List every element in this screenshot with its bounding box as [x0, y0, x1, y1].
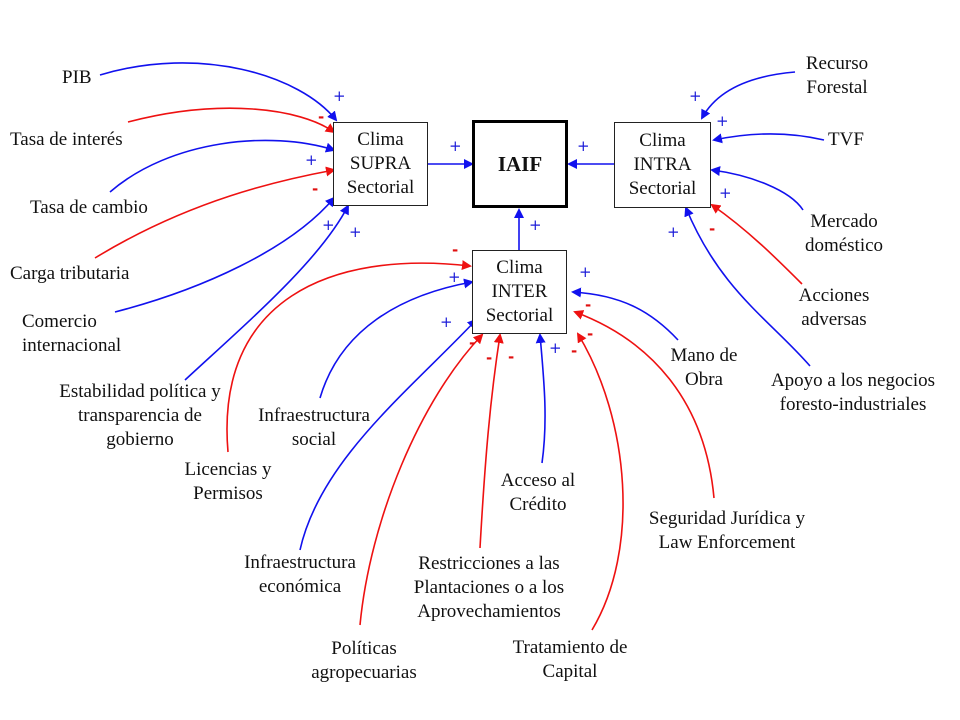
- sign-comercio: +: [322, 216, 335, 234]
- sign-seguridad: -: [587, 325, 594, 343]
- link-infra-social-inter: [319, 278, 474, 399]
- label-recurso-forestal: Recurso Forestal: [805, 53, 869, 98]
- sign-infra-social: +: [448, 268, 461, 286]
- label-licencias-permisos: Licencias y Permisos: [184, 459, 272, 504]
- sign-acciones: -: [709, 220, 716, 238]
- label-apoyo-negocios: Apoyo a los negocios foresto-industriale…: [770, 370, 936, 415]
- sign-apoyo: +: [667, 223, 680, 241]
- sign-supra-iaif: +: [449, 137, 462, 155]
- sign-politicas: -: [469, 334, 476, 352]
- link-comercio-supra: [114, 196, 336, 313]
- sign-pib: +: [333, 87, 346, 105]
- label-infra-economica: Infraestructura económica: [244, 552, 356, 597]
- link-apoyo-intra: [684, 206, 811, 367]
- sign-tasa-cambio: +: [305, 151, 318, 169]
- link-tasa-interes-supra: [127, 107, 336, 134]
- sign-tratamiento: -: [571, 342, 578, 360]
- label-restricciones: Restricciones a las Plantaciones o a los…: [413, 553, 565, 622]
- link-seguridad-inter: [573, 310, 715, 499]
- label-estabilidad: Estabilidad política y transparencia de …: [59, 381, 221, 450]
- label-tvf: TVF: [828, 129, 864, 150]
- link-licencias-inter: [226, 260, 472, 453]
- sign-carga: -: [312, 180, 319, 198]
- sign-inter-iaif: +: [529, 216, 542, 234]
- sign-mano: +: [579, 263, 592, 281]
- label-seguridad-juridica: Seguridad Jurídica y Law Enforcement: [648, 508, 806, 553]
- sign-tvf: +: [716, 112, 729, 130]
- link-acceso-inter: [535, 333, 546, 464]
- link-pib-supra: [99, 62, 338, 122]
- node-clima-inter: Clima INTER Sectorial: [472, 250, 567, 334]
- link-estabilidad-supra: [184, 204, 349, 381]
- link-politicas-inter: [359, 333, 484, 626]
- sign-intra-iaif: +: [577, 137, 590, 155]
- sign-restricciones: -: [486, 349, 493, 367]
- sign-estabilidad: +: [349, 223, 362, 241]
- link-acciones-intra: [710, 203, 803, 285]
- node-iaif: IAIF: [472, 120, 568, 208]
- label-acciones-adversas: Acciones adversas: [798, 285, 870, 330]
- label-tasa-cambio: Tasa de cambio: [30, 197, 148, 218]
- sign-seguridad-2: -: [585, 296, 592, 314]
- link-tasa-cambio-supra: [109, 139, 336, 193]
- label-acceso-credito: Acceso al Crédito: [500, 470, 576, 515]
- label-tasa-interes: Tasa de interés: [10, 129, 123, 150]
- label-pib: PIB: [62, 67, 92, 88]
- link-infra-economica-inter: [299, 318, 478, 551]
- label-tratamiento-capital: Tratamiento de Capital: [512, 637, 628, 682]
- link-recurso-intra: [701, 71, 796, 120]
- label-mercado-domestico: Mercado doméstico: [804, 211, 884, 256]
- sign-mercado: +: [719, 184, 732, 202]
- node-clima-intra: Clima INTRA Sectorial: [614, 122, 711, 208]
- label-politicas-agropecuarias: Políticas agropecuarias: [311, 638, 417, 683]
- link-tratamiento-inter: [576, 332, 624, 631]
- label-infra-social: Infraestructura social: [258, 405, 370, 450]
- link-carga-supra: [94, 166, 336, 259]
- sign-acceso: +: [549, 339, 562, 357]
- label-mano-obra: Mano de Obra: [670, 345, 738, 390]
- link-mano-inter: [571, 287, 679, 341]
- sign-licencias: -: [452, 241, 459, 259]
- link-tvf-intra: [712, 133, 825, 144]
- link-mercado-intra: [710, 166, 804, 211]
- link-restricciones-inter: [479, 333, 504, 549]
- sign-restricciones-2: -: [508, 348, 515, 366]
- sign-recurso: +: [689, 87, 702, 105]
- sign-infra-economica: +: [440, 313, 453, 331]
- node-clima-supra: Clima SUPRA Sectorial: [333, 122, 428, 206]
- label-comercio-internacional: Comercio internacional: [22, 311, 122, 356]
- sign-tasa-interes: -: [318, 108, 325, 126]
- label-carga-tributaria: Carga tributaria: [10, 263, 130, 284]
